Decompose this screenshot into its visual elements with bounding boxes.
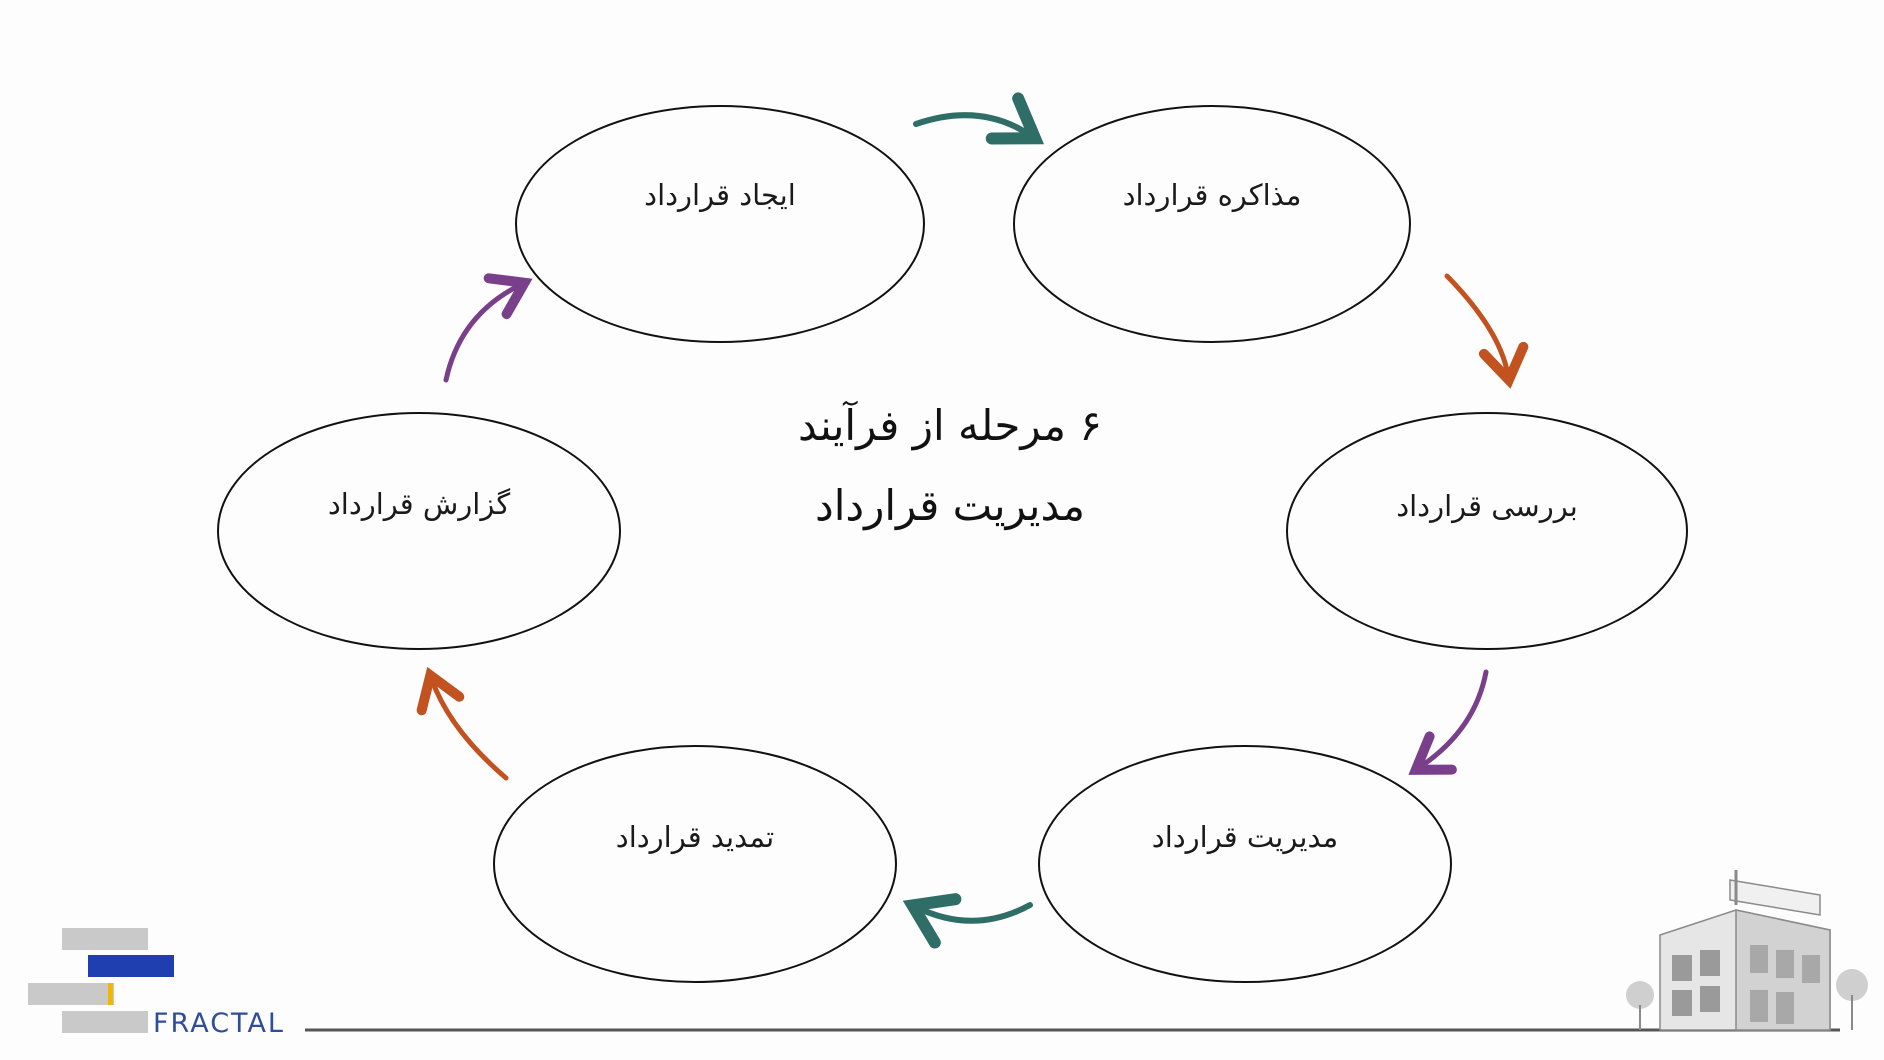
stage-label: مدیریت قرارداد xyxy=(1152,820,1338,854)
stage-label: مذاکره قرارداد xyxy=(1123,178,1302,212)
stage-node-report: گزارش قرارداد xyxy=(217,412,621,650)
stage-label: تمدید قرارداد xyxy=(616,820,774,854)
stage-node-negotiate: مذاکره قرارداد xyxy=(1013,105,1411,343)
stage-label: ایجاد قرارداد xyxy=(644,178,796,212)
diagram-title-line2: مدیریت قرارداد xyxy=(815,481,1085,530)
arrow-report-to-create xyxy=(443,273,533,383)
arrow-create-to-negotiate xyxy=(913,92,1045,145)
logo-bar xyxy=(62,1011,148,1033)
arrow-manage-to-extend xyxy=(902,893,1033,949)
fractal-logo: FRACTAL xyxy=(28,928,285,1039)
arrow-negotiate-to-review xyxy=(1444,273,1529,389)
diagram-title-line1: ۶ مرحله از فرآیند xyxy=(798,400,1102,450)
stage-label: گزارش قرارداد xyxy=(328,487,510,521)
logo-bar xyxy=(88,955,174,977)
stage-node-extend: تمدید قرارداد xyxy=(493,745,897,983)
stage-label: بررسی قرارداد xyxy=(1396,489,1578,523)
building-icon xyxy=(1626,870,1868,1031)
logo-bar xyxy=(62,928,148,950)
stage-node-manage: مدیریت قرارداد xyxy=(1038,745,1452,983)
logo-bar xyxy=(28,983,114,1005)
logo-bar xyxy=(108,983,113,1005)
stage-node-review: بررسی قرارداد xyxy=(1286,412,1688,650)
arrow-review-to-manage xyxy=(1408,669,1489,775)
logo-text: FRACTAL xyxy=(153,1008,285,1039)
arrow-extend-to-report xyxy=(416,666,509,781)
stage-node-create: ایجاد قرارداد xyxy=(515,105,925,343)
